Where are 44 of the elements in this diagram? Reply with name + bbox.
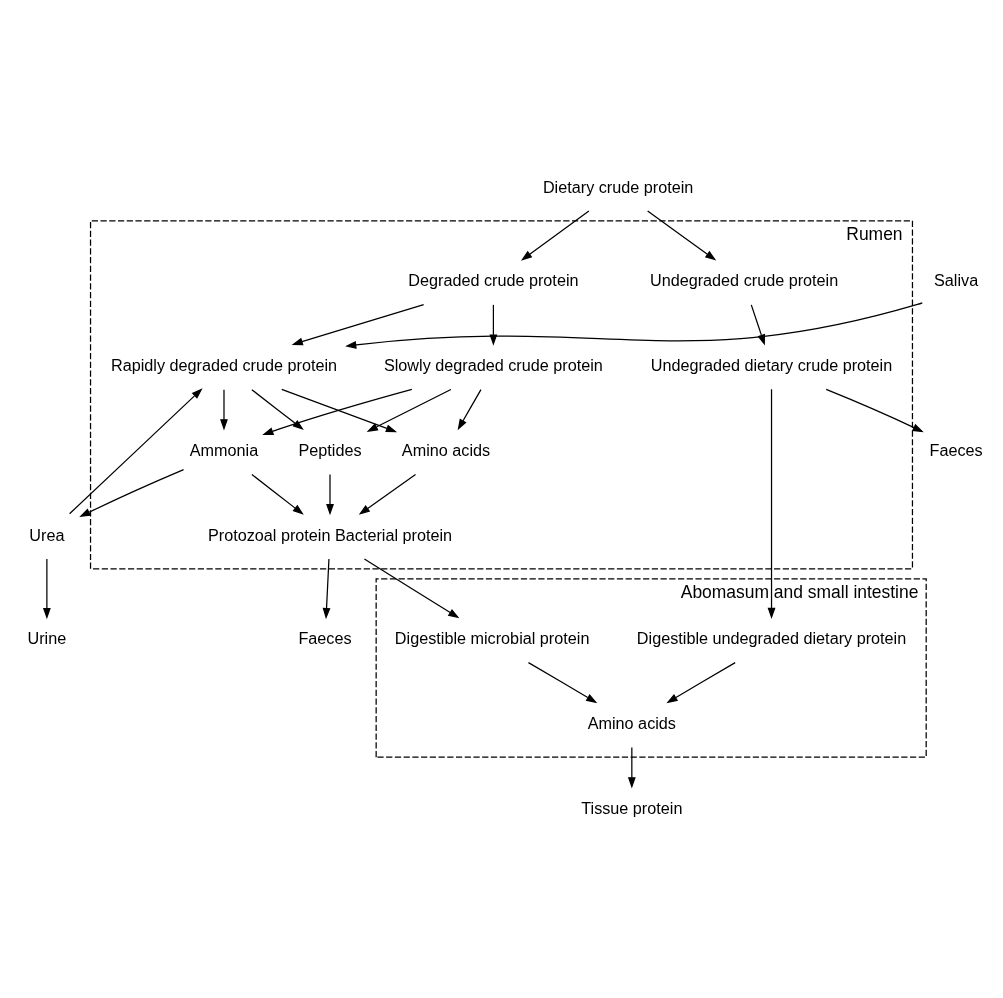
node-text: Digestible microbial protein xyxy=(394,629,590,648)
node-text: Faeces xyxy=(929,440,983,459)
node-text: Saliva xyxy=(934,271,979,290)
node-text: Digestible undegraded dietary protein xyxy=(636,629,907,648)
node-text: Amino acids xyxy=(401,440,491,459)
arrow xyxy=(262,388,413,436)
arrow xyxy=(326,473,334,516)
arrow xyxy=(457,389,482,431)
arrow xyxy=(666,661,736,704)
node-text: Undegraded dietary crude protein xyxy=(650,356,893,375)
arrow xyxy=(366,388,452,432)
arrow xyxy=(767,388,776,620)
arrow xyxy=(79,468,185,518)
arrow xyxy=(825,388,924,433)
node-text: Tissue protein xyxy=(581,798,683,817)
arrow xyxy=(363,558,460,619)
node-text: Urine xyxy=(27,629,67,648)
arrow xyxy=(68,388,203,515)
node-text: Undegraded crude protein xyxy=(649,271,839,290)
node-text: Degraded crude protein xyxy=(408,271,579,290)
arrow xyxy=(750,304,766,346)
arrow xyxy=(281,388,398,433)
node-text: Rapidly degraded crude protein xyxy=(110,356,338,375)
arrow xyxy=(489,304,498,346)
arrow xyxy=(220,389,228,431)
node-text: Faeces xyxy=(298,629,352,648)
arrow xyxy=(527,661,598,704)
arrow xyxy=(647,210,717,261)
arrow xyxy=(322,558,331,620)
node-text: Protozoal protein Bacterial protein xyxy=(207,525,453,544)
arrow xyxy=(251,473,304,515)
node-text: Dietary crude protein xyxy=(542,177,694,196)
arrow xyxy=(358,473,417,515)
node-text: Amino acids xyxy=(587,713,676,732)
node-text: Urea xyxy=(29,525,65,544)
arrow xyxy=(345,302,923,349)
node-text: Peptides xyxy=(298,440,362,459)
arrow xyxy=(291,303,425,346)
arrow xyxy=(251,389,304,431)
arrow xyxy=(520,210,590,261)
arrow xyxy=(627,747,636,789)
node-text: Ammonia xyxy=(189,440,259,459)
arrow xyxy=(42,558,51,620)
node-text: Slowly degraded crude protein xyxy=(383,356,603,375)
